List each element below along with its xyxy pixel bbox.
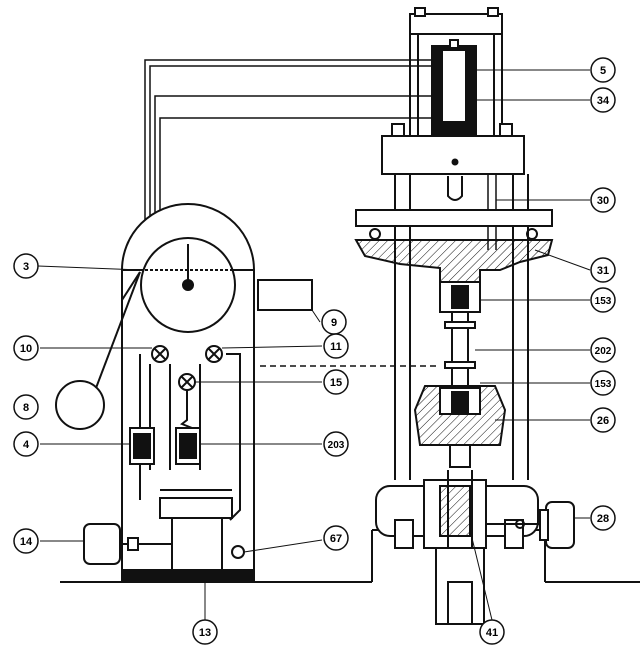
svg-text:9: 9	[331, 317, 337, 329]
svg-text:13: 13	[199, 627, 211, 639]
callout-41: 41	[479, 619, 505, 645]
callout-203: 203	[323, 431, 349, 457]
callout-202: 202	[590, 337, 616, 363]
svg-text:5: 5	[600, 65, 606, 77]
callout-26: 26	[590, 407, 616, 433]
callout-10: 10	[13, 335, 39, 361]
callout-8: 8	[13, 394, 39, 420]
svg-text:26: 26	[597, 415, 609, 427]
callout-9: 9	[321, 309, 347, 335]
svg-text:14: 14	[20, 536, 33, 548]
svg-text:31: 31	[597, 265, 609, 277]
callout-14: 14	[13, 528, 39, 554]
callout-30: 30	[590, 187, 616, 213]
svg-text:15: 15	[330, 377, 342, 389]
control-cabinet	[55, 203, 313, 581]
callout-67: 67	[323, 525, 349, 551]
callout-31: 31	[590, 257, 616, 283]
callout-13: 13	[192, 619, 218, 645]
load-frame	[354, 7, 575, 625]
callout-28: 28	[590, 505, 616, 531]
svg-text:202: 202	[595, 346, 612, 357]
leader-lines	[37, 69, 591, 621]
callout-3: 3	[13, 253, 39, 279]
svg-text:8: 8	[23, 402, 29, 414]
svg-text:41: 41	[486, 627, 498, 639]
callout-11: 11	[323, 333, 349, 359]
callout-5: 5	[590, 57, 616, 83]
svg-text:28: 28	[597, 513, 609, 525]
callout-153-lower: 153	[590, 370, 616, 396]
svg-text:153: 153	[595, 296, 612, 307]
svg-text:4: 4	[23, 439, 30, 451]
callout-bubbles: 5 34 30 31 153 202 153 26	[13, 57, 616, 645]
svg-text:3: 3	[23, 261, 29, 273]
callout-15: 15	[323, 369, 349, 395]
svg-text:67: 67	[330, 533, 342, 545]
svg-text:203: 203	[328, 440, 345, 451]
callout-34: 34	[590, 87, 616, 113]
svg-text:30: 30	[597, 195, 609, 207]
callout-4: 4	[13, 431, 39, 457]
svg-text:11: 11	[330, 341, 342, 353]
svg-text:153: 153	[595, 379, 612, 390]
svg-text:34: 34	[597, 95, 610, 107]
callout-153-upper: 153	[590, 287, 616, 313]
hydraulic-lines	[144, 59, 440, 367]
svg-text:10: 10	[20, 343, 32, 355]
dynamometer-capsule	[431, 39, 477, 135]
